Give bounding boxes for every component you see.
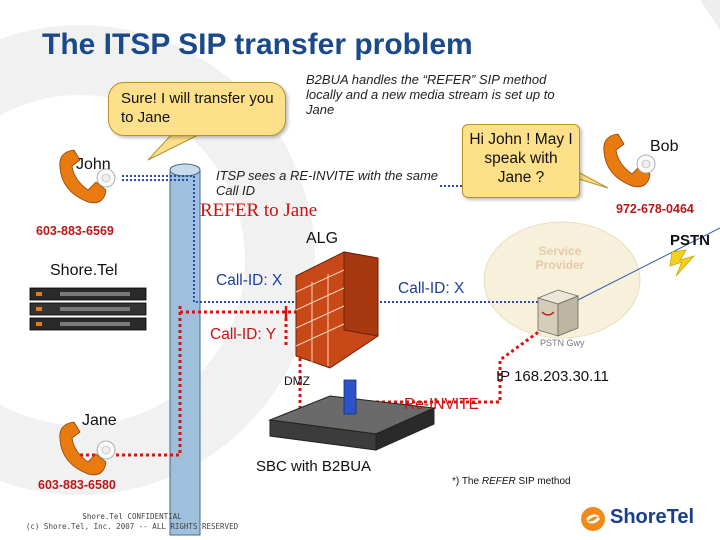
- lightning-icon: [669, 249, 696, 277]
- service-provider-cloud: [483, 221, 641, 339]
- callid-y-label: Call-ID: Y: [210, 326, 277, 343]
- sbc-label: SBC with B2BUA: [256, 458, 372, 475]
- shoretel-label: Shore.Tel: [50, 262, 118, 279]
- bob-label: Bob: [650, 138, 679, 155]
- confidential-line-1: Shore.Tel CONFIDENTIAL: [82, 512, 182, 521]
- pstn-label: PSTN: [670, 232, 711, 249]
- b2bua-note: B2BUA handles the “REFER” SIP method loc…: [306, 72, 555, 117]
- confidential-line-2: (c) Shore.Tel, Inc. 2007 -- ALL RIGHTS R…: [25, 522, 239, 531]
- sbc-device: [268, 379, 436, 451]
- reinvite-label: Re-INVITE: [404, 396, 479, 413]
- phone-icon-jane: [59, 421, 116, 476]
- footnote: *) The REFER SIP method: [452, 476, 571, 487]
- callout-bob-text: Hi John ! May I speak with Jane ?: [469, 131, 573, 186]
- phone-icon-john: [59, 149, 116, 204]
- footnote-suffix: SIP method: [515, 476, 571, 487]
- callout-john: Sure! I will transfer you to Jane: [108, 82, 286, 136]
- alg-firewall: [295, 251, 379, 369]
- service-provider-label: Service Provider: [535, 244, 585, 272]
- page-title: The ITSP SIP transfer problem: [42, 28, 473, 61]
- shoretel-switches: [29, 287, 147, 331]
- alg-label: ALG: [306, 230, 339, 247]
- itsp-note: ITSP sees a RE-INVITE with the same Call…: [216, 168, 439, 198]
- pstn-gateway: [536, 289, 580, 337]
- shoretel-logo: ShoreTel: [580, 504, 712, 534]
- bob-number: 972-678-0464: [616, 202, 694, 216]
- shoretel-logo-icon: [581, 507, 605, 531]
- footnote-em: REFER: [481, 476, 516, 487]
- pstn-line: [569, 227, 720, 305]
- footnote-prefix: *) The: [452, 476, 482, 487]
- dmz-label: DMZ: [284, 374, 310, 388]
- refer-label: REFER to Jane: [200, 200, 318, 221]
- john-number: 603-883-6569: [36, 224, 114, 238]
- callid-x-right: Call-ID: X: [398, 280, 465, 297]
- phone-icon-bob: [603, 133, 656, 188]
- jane-label: Jane: [82, 412, 117, 429]
- callout-bob: Hi John ! May I speak with Jane ?: [462, 124, 580, 198]
- callout-john-text: Sure! I will transfer you to Jane: [121, 90, 274, 126]
- callout-john-tail: [147, 133, 201, 161]
- john-label: John: [76, 156, 111, 173]
- pstn-gwy-label: PSTN Gwy: [540, 338, 585, 348]
- lan-backbone: [169, 163, 201, 536]
- confidential-footer: Shore.Tel CONFIDENTIAL (c) Shore.Tel, In…: [22, 512, 242, 532]
- callid-x-left: Call-ID: X: [216, 272, 283, 289]
- jane-number: 603-883-6580: [38, 478, 116, 492]
- ip-label: IP 168.203.30.11: [496, 368, 609, 385]
- shoretel-logo-text: ShoreTel: [610, 506, 695, 528]
